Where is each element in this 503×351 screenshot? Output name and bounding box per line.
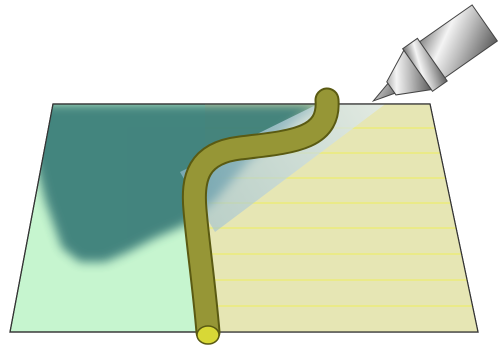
extruded-filament-icon	[181, 87, 340, 345]
filament-end	[196, 325, 220, 345]
nozzle-icon	[371, 4, 499, 103]
